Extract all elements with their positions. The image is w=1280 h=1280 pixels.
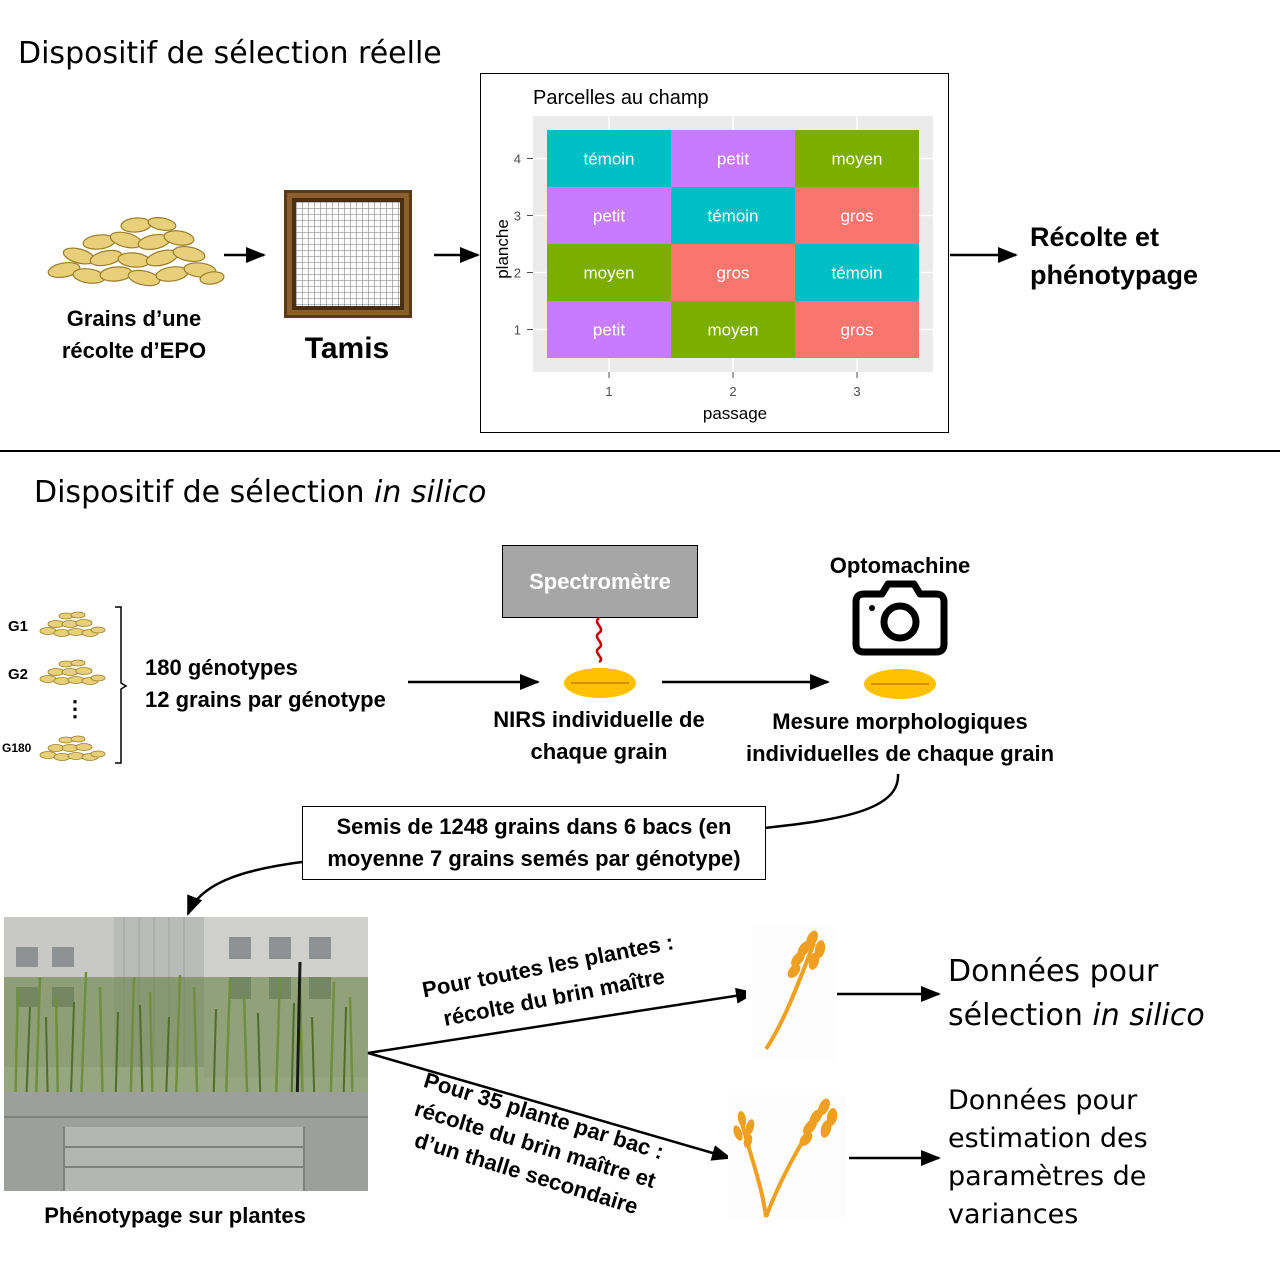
cell-label: petit xyxy=(717,150,749,169)
arrow-to-donnees xyxy=(837,986,941,1002)
y-axis-label: planche xyxy=(493,219,512,279)
grain-nirs-icon xyxy=(564,668,636,698)
heatmap-cell xyxy=(671,187,795,244)
heatmap-svg: Parcelles au champ témoin petit moyen petit… xyxy=(493,87,933,423)
nirs-label: NIRS individuelle de chaque grain xyxy=(493,707,705,764)
cell-label: moyen xyxy=(583,264,634,283)
cell-label: gros xyxy=(840,207,873,226)
cell-label: gros xyxy=(840,321,873,340)
mesure-label: Mesure morphologiques individuelles de c… xyxy=(745,709,1055,766)
heatmap-cell xyxy=(795,301,919,358)
x-tick-label: 3 xyxy=(853,384,860,399)
wheat-single-icon xyxy=(752,925,834,1061)
heatmap-cell xyxy=(795,130,919,187)
arrow-to-estimation xyxy=(849,1150,941,1166)
cell-label: gros xyxy=(716,264,749,283)
g180-label: G180 xyxy=(2,741,32,755)
cell-label: petit xyxy=(593,321,625,340)
tamis-label: Tamis xyxy=(304,332,390,365)
camera-icon xyxy=(852,580,948,656)
chart-title: Parcelles au champ xyxy=(533,87,709,109)
cell-label: moyen xyxy=(831,150,882,169)
cell-label: petit xyxy=(593,207,625,226)
section-title-real: Dispositif de sélection réelle xyxy=(18,36,442,71)
section-title-silico: Dispositif de sélection in silico xyxy=(34,475,487,510)
grains-label: Grains d’une récolte d’EPO xyxy=(61,306,207,363)
brace-icon xyxy=(115,606,128,764)
g2-label: G2 xyxy=(8,666,29,683)
vertical-ellipsis: ⋮ xyxy=(64,696,86,721)
pheno-label: Phénotypage sur plantes xyxy=(44,1203,306,1228)
y-tick-label: 2 xyxy=(514,266,521,281)
arrow-chart-to-recolte xyxy=(950,247,1018,263)
x-tick-label: 1 xyxy=(605,384,612,399)
heatmap-cell xyxy=(547,130,671,187)
heatmap-cell xyxy=(795,244,919,301)
arrow-to-nirs xyxy=(408,674,540,690)
wheat-double-icon xyxy=(728,1095,846,1221)
cell-label: témoin xyxy=(707,207,758,226)
y-tick-label: 1 xyxy=(514,323,521,338)
arrow-to-wheat-double xyxy=(367,1051,732,1161)
cell-label: témoin xyxy=(831,264,882,283)
arrow-tamis-to-chart xyxy=(434,247,480,263)
grain-pile-icon xyxy=(47,217,225,287)
heatmap-cell xyxy=(671,244,795,301)
heatmap-cell xyxy=(795,187,919,244)
arrow-grains-to-tamis xyxy=(224,247,266,263)
small-grain-pile-icon xyxy=(39,659,106,685)
heatmap-cell xyxy=(547,301,671,358)
field-plot-chart: Parcelles au champ témoin petit moyen petit… xyxy=(480,73,949,433)
x-tick-label: 2 xyxy=(729,384,736,399)
opto-label: Optomachine xyxy=(829,553,971,578)
donnees-estimation-label: Données pour estimation des paramètres d… xyxy=(948,1085,1148,1230)
heatmap-cell xyxy=(547,244,671,301)
recolte-label: Récolte et phénotypage xyxy=(1030,222,1199,290)
plants-photo xyxy=(4,917,368,1191)
cell-label: témoin xyxy=(583,150,634,169)
genotypes-label: 180 génotypes 12 grains par génotype xyxy=(145,655,386,712)
y-tick-label: 4 xyxy=(514,152,521,167)
heatmap-cell xyxy=(547,187,671,244)
connector-semis-to-photo xyxy=(186,860,303,916)
cell-label: moyen xyxy=(707,321,758,340)
small-grain-pile-icon xyxy=(39,611,106,637)
sieve-icon xyxy=(284,190,412,318)
arrow-to-opto xyxy=(662,674,830,690)
signal-wave-icon xyxy=(595,616,603,664)
spectrometer-box: Spectromètre xyxy=(502,545,698,618)
x-axis-label: passage xyxy=(703,404,767,423)
grain-opto-icon xyxy=(864,669,936,699)
arrow-to-wheat-single xyxy=(367,987,746,1055)
donnees-selection-label: Données pour sélection in silico xyxy=(948,954,1205,1033)
small-grain-pile-icon xyxy=(39,735,106,761)
connector-mesure-to-semis xyxy=(763,773,900,830)
g1-label: G1 xyxy=(8,618,29,635)
heatmap-cell xyxy=(671,301,795,358)
y-tick-label: 3 xyxy=(514,209,521,224)
heatmap-cell xyxy=(671,130,795,187)
section-divider xyxy=(0,450,1280,452)
